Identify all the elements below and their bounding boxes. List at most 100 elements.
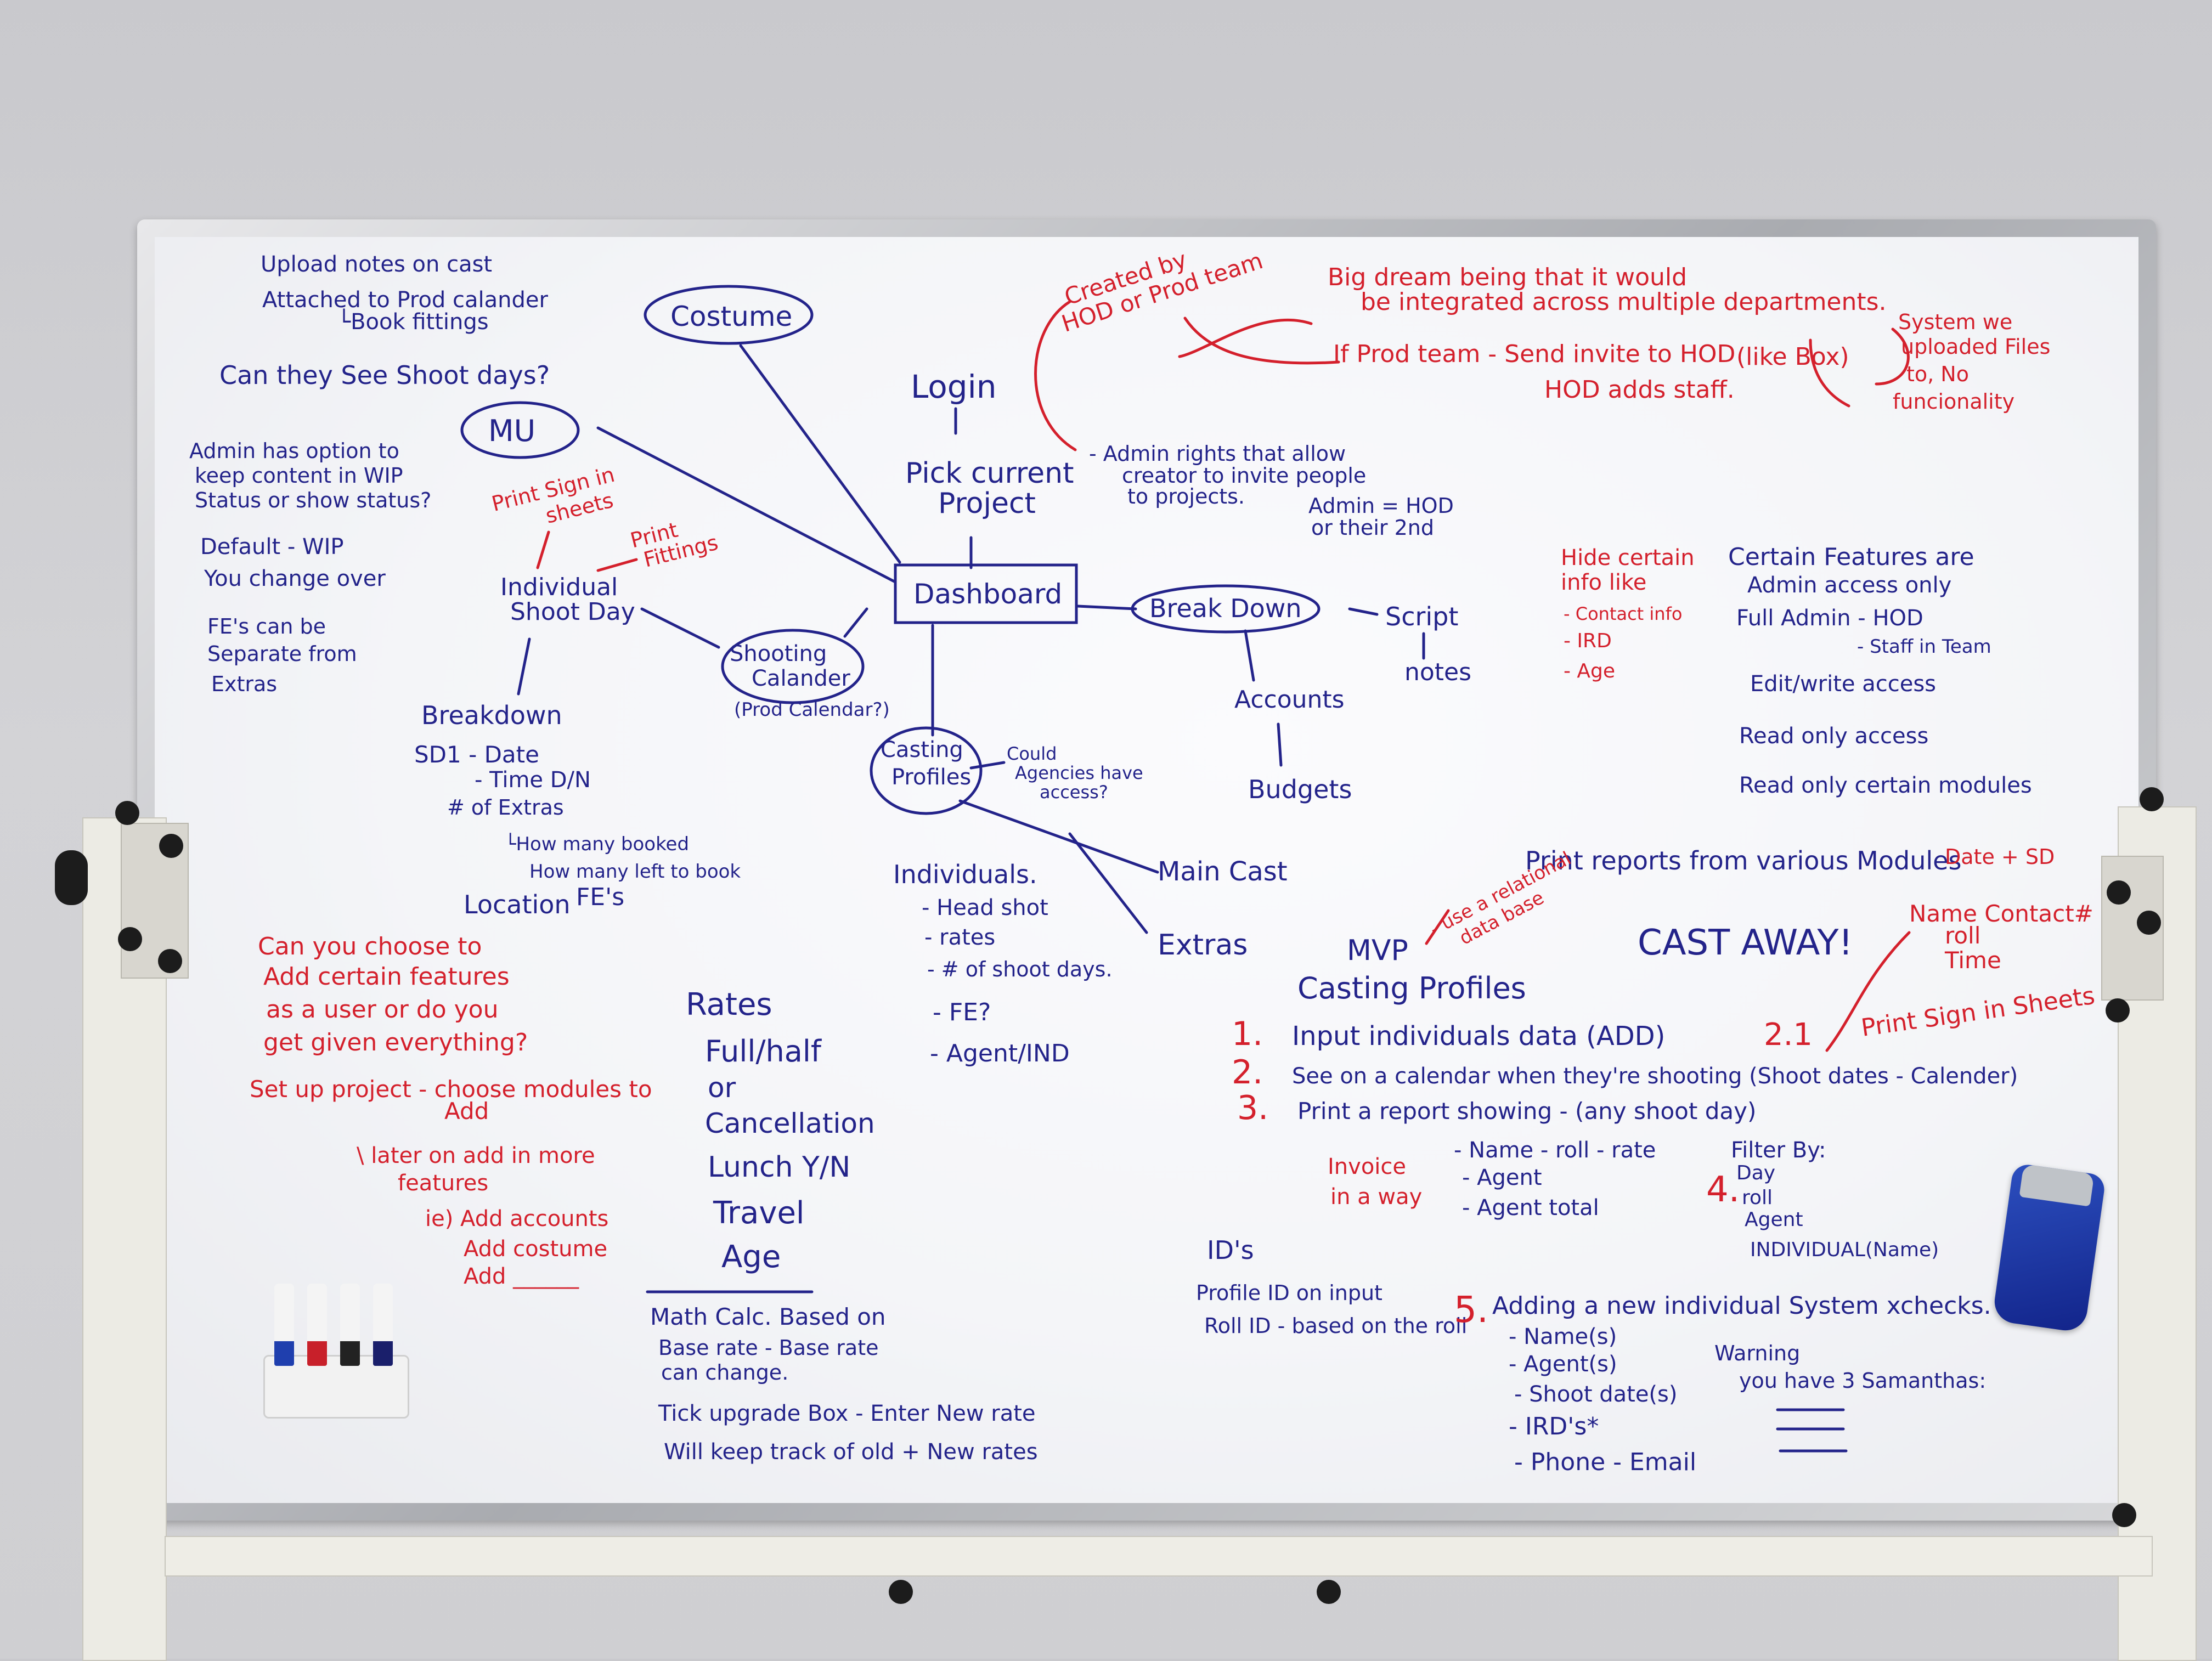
knob	[2137, 911, 2161, 935]
budgets-node: Budgets	[1248, 775, 1352, 804]
svg-text:Set up project - choose module: Set up project - choose modules to	[250, 1076, 652, 1103]
cast-away-heading: CAST AWAY!	[1638, 923, 1853, 963]
svg-text:Base rate - Base rate: Base rate - Base rate	[658, 1336, 878, 1360]
svg-text:- # of shoot days.: - # of shoot days.	[927, 957, 1113, 981]
mvp-item-text: See on a calendar when they're shooting …	[1292, 1064, 2018, 1089]
costume-node: Costume	[670, 301, 792, 332]
svg-text:Admin has option to: Admin has option to	[189, 439, 399, 463]
agencies-access-note: Could Agencies have access?	[1007, 743, 1143, 803]
date-sd-note: Date + SD	[1945, 845, 2055, 869]
prod-calendar-note: (Prod Calendar?)	[734, 699, 890, 721]
svg-text:Certain Features are: Certain Features are	[1728, 543, 1974, 571]
svg-text:- Head shot: - Head shot	[922, 895, 1048, 920]
upload-notes: Upload notes on cast Attached to Prod ca…	[261, 252, 549, 335]
svg-text:Adding a new individual System: Adding a new individual System xchecks.	[1492, 1292, 1991, 1320]
svg-text:access?: access?	[1040, 782, 1108, 803]
hide-info-note: Hide certain info like - Contact info - …	[1561, 545, 1695, 682]
svg-text:Shooting: Shooting	[730, 641, 827, 666]
svg-text:- Agent: - Agent	[1462, 1165, 1542, 1190]
svg-text:Add certain features: Add certain features	[263, 963, 510, 991]
mu-node: MU	[488, 414, 535, 448]
svg-text:features: features	[398, 1171, 488, 1196]
invoice-note: Invoice in a way	[1328, 1154, 1422, 1210]
mvp-items: 1. Input individuals data (ADD) 2. See o…	[1232, 1015, 2018, 1127]
svg-text:Edit/write access: Edit/write access	[1750, 671, 1936, 697]
svg-text:or their 2nd: or their 2nd	[1311, 516, 1434, 540]
svg-text:Warning: Warning	[1714, 1341, 1800, 1365]
blue-marker	[274, 1284, 294, 1366]
svg-text:Add: Add	[444, 1098, 489, 1125]
svg-text:Rates: Rates	[686, 987, 772, 1022]
svg-text:- Contact info: - Contact info	[1564, 603, 1682, 624]
svg-text:Will keep track of old + New r: Will keep track of old + New rates	[664, 1439, 1038, 1465]
svg-text:to projects.: to projects.	[1127, 484, 1245, 509]
mvp-heading: MVP	[1347, 934, 1408, 967]
svg-text:SD1 - Date: SD1 - Date	[414, 741, 539, 768]
svg-text:ie) Add accounts: ie) Add accounts	[425, 1206, 608, 1231]
admin-rights-note: - Admin rights that allow creator to inv…	[1089, 442, 1366, 509]
shooting-calander-node-outline	[721, 629, 865, 704]
svg-text:keep content in WIP: keep content in WIP	[195, 464, 403, 488]
breakdown-node-outline	[1131, 584, 1321, 634]
filter-by-note: Filter By: Day roll Agent INDIVIDUAL(Nam…	[1731, 1138, 1939, 1261]
svg-text:can change.: can change.	[661, 1360, 788, 1385]
svg-text:roll: roll	[1742, 1187, 1773, 1209]
big-dream-note: Big dream being that it would be integra…	[1328, 263, 1887, 316]
mvp-item-text: Input individuals data (ADD)	[1292, 1021, 1665, 1052]
svg-text:Calander: Calander	[752, 666, 850, 691]
dashboard-node-outline	[894, 563, 1078, 624]
math-calc-note: Math Calc. Based on Base rate - Base rat…	[650, 1303, 1038, 1465]
accounts-node: Accounts	[1234, 686, 1345, 714]
like-box-note: (like Box)	[1736, 343, 1849, 371]
svg-text:Hide certain: Hide certain	[1561, 545, 1695, 570]
svg-text:Invoice: Invoice	[1328, 1154, 1406, 1179]
mvp-item-number: 2.	[1232, 1053, 1263, 1092]
knob	[1317, 1580, 1341, 1604]
svg-text:System we: System we	[1898, 310, 2012, 334]
admin-wip-note: Admin has option to keep content in WIP …	[189, 439, 431, 512]
black-marker	[340, 1284, 360, 1366]
svg-text:as a user or do you: as a user or do you	[266, 996, 498, 1024]
svg-text:Could: Could	[1007, 743, 1057, 764]
features-access-note: Certain Features are Admin access only F…	[1728, 543, 2032, 798]
svg-text:How many left to book: How many left to book	[529, 861, 741, 883]
svg-text:Day: Day	[1736, 1162, 1775, 1184]
report-fields: - Name - roll - rate - Agent - Agent tot…	[1454, 1138, 1656, 1221]
filter-number: 4.	[1706, 1170, 1740, 1210]
knob	[2140, 787, 2164, 811]
svg-text:Agencies have: Agencies have	[1015, 762, 1143, 783]
svg-text:Casting: Casting	[881, 737, 963, 762]
knob	[118, 927, 142, 951]
choose-features-note: Can you choose to Add certain features a…	[258, 933, 528, 1057]
svg-text:Add ______: Add ______	[464, 1264, 579, 1289]
relational-db-note: - use a relational data base	[1426, 848, 1575, 950]
knob	[115, 801, 139, 825]
svg-text:info like: info like	[1561, 570, 1646, 595]
svg-text:└How many booked: └How many booked	[505, 833, 689, 855]
svg-text:get given everything?: get given everything?	[263, 1029, 528, 1057]
prod-team-note: If Prod team - Send invite to HOD	[1333, 340, 1735, 368]
svg-text:Full/half: Full/half	[705, 1034, 822, 1069]
system-uploaded-note: System we uploaded Files to, No funciona…	[1893, 310, 2050, 414]
svg-text:Profiles: Profiles	[891, 765, 971, 790]
svg-text:Shoot Day: Shoot Day	[510, 598, 635, 626]
mvp-item-text: Print a report showing - (any shoot day)	[1297, 1098, 1756, 1125]
svg-text:\ later on add in more: \ later on add in more	[357, 1143, 595, 1168]
svg-text:Extras: Extras	[211, 672, 277, 696]
svg-text:to, No: to, No	[1906, 362, 1969, 386]
svg-text:INDIVIDUAL(Name): INDIVIDUAL(Name)	[1750, 1239, 1939, 1261]
default-wip-note: Default - WIP You change over	[200, 534, 386, 591]
svg-text:funcionality: funcionality	[1893, 389, 2015, 414]
xchecks-number: 5.	[1454, 1289, 1488, 1331]
svg-text:- IRD's*: - IRD's*	[1509, 1413, 1599, 1440]
svg-text:- Agent total: - Agent total	[1462, 1195, 1599, 1221]
svg-text:Status or show status?: Status or show status?	[195, 488, 431, 512]
login-node: Login	[911, 368, 996, 405]
svg-text:Roll ID - based on the roll: Roll ID - based on the roll	[1204, 1314, 1467, 1338]
casting-profiles-node: Casting Profiles	[881, 737, 971, 790]
breakdown-list: Breakdown SD1 - Date - Time D/N # of Ext…	[414, 700, 741, 883]
print-sign-in-note: Print Sign in sheets	[489, 462, 617, 528]
casting-profiles-node-outline	[870, 726, 983, 815]
